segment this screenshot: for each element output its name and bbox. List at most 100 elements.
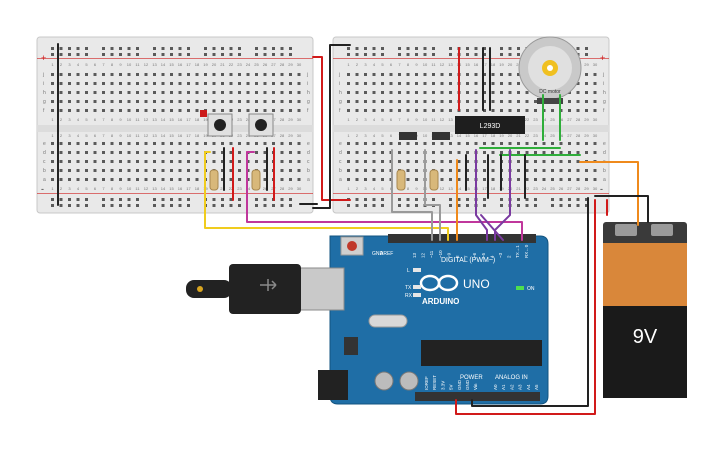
breadboard-hole <box>212 91 216 94</box>
breadboard-hole <box>272 82 275 85</box>
breadboard-hole <box>127 91 131 94</box>
breadboard-hole <box>525 160 529 163</box>
column-number: 11 <box>135 62 140 67</box>
column-number: 2 <box>60 62 63 67</box>
breadboard-hole <box>238 91 241 94</box>
breadboard-hole <box>93 142 97 145</box>
breadboard-hole <box>59 169 63 172</box>
breadboard-hole <box>457 169 461 172</box>
breadboard-hole <box>102 100 105 103</box>
breadboard-hole <box>576 169 580 172</box>
pin-label: 5V <box>449 384 454 390</box>
row-letter: j <box>42 72 44 78</box>
pin-label: ~6 <box>472 252 477 258</box>
breadboard-hole <box>102 91 105 94</box>
breadboard-hole <box>432 151 435 154</box>
breadboard-hole <box>161 82 165 85</box>
column-number: 19 <box>499 133 504 138</box>
row-letter: g <box>43 99 46 105</box>
breadboard-hole <box>59 100 63 103</box>
row-letter: e <box>603 141 606 147</box>
column-number: 12 <box>440 62 445 67</box>
breadboard-hole <box>255 160 258 163</box>
slide-switch[interactable] <box>399 132 417 140</box>
breadboard-rail-hole <box>466 204 469 207</box>
breadboard-rail-hole <box>381 204 384 207</box>
column-number: 1 <box>347 186 350 191</box>
breadboard-rail-hole <box>364 53 367 56</box>
pushbutton-left[interactable] <box>207 113 233 137</box>
column-number: 7 <box>398 117 401 122</box>
breadboard-rail-hole <box>263 47 267 50</box>
breadboard-hole <box>85 178 88 181</box>
breadboard-hole <box>406 178 410 181</box>
pushbutton-right[interactable] <box>248 113 274 137</box>
column-number: 12 <box>440 186 445 191</box>
analog-header-label: ANALOG IN <box>495 375 528 381</box>
column-number: 17 <box>186 133 191 138</box>
column-number: 4 <box>77 133 80 138</box>
breadboard-hole <box>372 151 376 154</box>
pin-label: 3.3V <box>440 381 445 390</box>
breadboard-rail-hole <box>110 198 114 201</box>
breadboard-hole <box>170 82 173 85</box>
breadboard-hole <box>466 91 469 94</box>
breadboard-hole <box>102 82 105 85</box>
row-letter: e <box>339 141 342 147</box>
column-number: 14 <box>161 117 166 122</box>
column-number: 10 <box>423 133 428 138</box>
column-number: 3 <box>364 186 367 191</box>
slide-switch[interactable] <box>432 132 450 140</box>
breadboard-hole <box>355 82 359 85</box>
breadboard-hole <box>212 100 216 103</box>
breadboard-rail-hole <box>119 204 122 207</box>
column-number: 15 <box>465 133 470 138</box>
breadboard-hole <box>398 73 401 76</box>
breadboard-rail-hole <box>110 47 114 50</box>
pin-label: GND <box>457 379 462 390</box>
breadboard-hole <box>119 178 122 181</box>
breadboard-hole <box>289 109 292 112</box>
breadboard-rail-hole <box>229 204 233 207</box>
breadboard-hole <box>381 142 384 145</box>
breadboard-hole <box>136 109 139 112</box>
column-number: 22 <box>525 186 530 191</box>
column-number: 17 <box>482 133 487 138</box>
breadboard-hole <box>280 73 284 76</box>
breadboard-rail-hole <box>406 47 410 50</box>
breadboard-hole <box>51 178 54 181</box>
breadboard-hole <box>289 169 292 172</box>
column-number: 16 <box>178 186 183 191</box>
breadboard-rail-hole <box>449 204 452 207</box>
column-number: 16 <box>178 117 183 122</box>
breadboard-hole <box>110 151 114 154</box>
breadboard-rail-hole <box>221 198 224 201</box>
arduino-brand: ARDUINO <box>422 297 459 306</box>
column-number: 16 <box>474 133 479 138</box>
breadboard-rail-hole <box>355 53 359 56</box>
column-number: 29 <box>288 117 293 122</box>
column-number: 4 <box>77 62 80 67</box>
column-number: 15 <box>465 62 470 67</box>
breadboard-hole <box>93 169 97 172</box>
row-letter: e <box>307 141 310 147</box>
breadboard-rail-hole <box>178 47 182 50</box>
column-number: 14 <box>161 133 166 138</box>
breadboard-hole <box>585 100 588 103</box>
breadboard-rail-hole <box>466 198 469 201</box>
breadboard-hole <box>76 142 80 145</box>
breadboard-hole <box>483 82 486 85</box>
column-number: 25 <box>550 186 555 191</box>
breadboard-hole <box>398 151 401 154</box>
breadboard-hole <box>255 91 258 94</box>
breadboard-hole <box>153 160 156 163</box>
reset-button-cap[interactable] <box>347 241 357 251</box>
battery-body-top <box>603 243 687 306</box>
breadboard-hole <box>576 109 580 112</box>
breadboard-hole <box>585 109 588 112</box>
breadboard-hole <box>491 100 495 103</box>
breadboard-hole <box>85 91 88 94</box>
breadboard-hole <box>568 109 571 112</box>
breadboard-hole <box>483 100 486 103</box>
breadboard-rail-hole <box>466 47 469 50</box>
